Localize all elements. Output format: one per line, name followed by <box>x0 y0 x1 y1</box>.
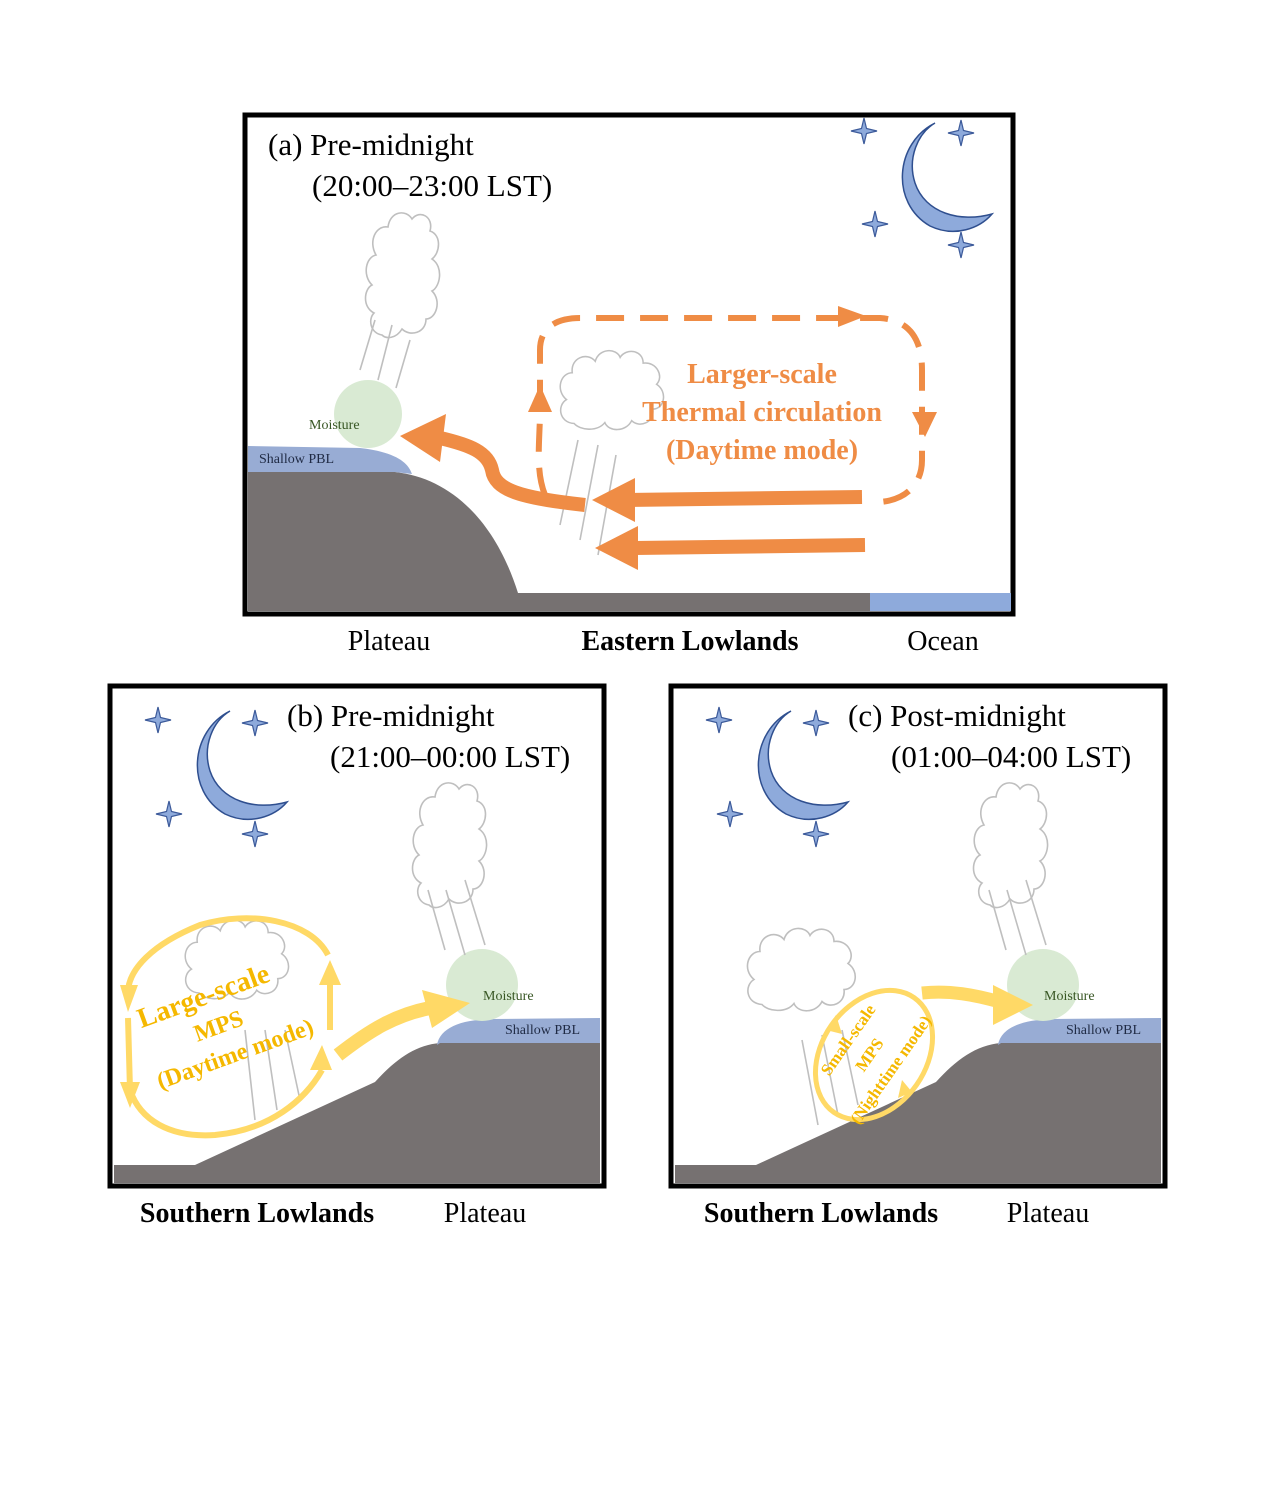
panel-time: (01:00–04:00 LST) <box>891 739 1131 774</box>
moisture-blob <box>334 380 402 448</box>
pbl-label: Shallow PBL <box>259 452 334 467</box>
region-label: Plateau <box>1007 1198 1089 1229</box>
circulation-label: Thermal circulation <box>642 397 882 428</box>
arrow-down-icon <box>120 1082 140 1108</box>
arrow-icon <box>826 1015 842 1034</box>
circulation-label: Larger-scale <box>687 359 837 390</box>
arrowhead-icon <box>595 526 638 570</box>
circulation-label: (Daytime mode) <box>666 435 858 466</box>
pbl-label: Shallow PBL <box>1066 1023 1141 1038</box>
mps-loop <box>125 915 333 1139</box>
cloud-icon <box>746 927 857 1012</box>
terrain <box>114 1043 600 1183</box>
panel-time: (21:00–00:00 LST) <box>330 739 570 774</box>
arrow-up-icon <box>319 960 341 985</box>
arrowhead-icon <box>400 414 446 462</box>
panel-a: Shallow PBL Moisture Larger-scale Therma… <box>242 112 1016 657</box>
shallow-pbl-layer <box>998 1018 1161 1045</box>
arrow-up-icon <box>310 1045 332 1070</box>
thermal-circulation-loop <box>535 315 925 505</box>
terrain <box>248 472 870 611</box>
panel-b: Shallow PBL Moisture Large-scale MPS (Da… <box>107 683 607 1229</box>
rain-lines <box>988 879 1047 956</box>
shallow-pbl-layer <box>248 446 412 474</box>
arrow-right-icon <box>838 306 866 327</box>
moisture-label: Moisture <box>1044 989 1095 1004</box>
region-label: Southern Lowlands <box>704 1198 938 1229</box>
cloud-icon <box>972 782 1049 909</box>
region-label: Plateau <box>444 1198 526 1229</box>
rain-lines <box>801 1029 859 1126</box>
panel-title: (b) Pre-midnight <box>287 698 495 733</box>
cloud-icon <box>364 212 441 339</box>
arrow-icon <box>898 1080 912 1098</box>
rain-lines <box>244 1029 301 1121</box>
arrow-up-icon <box>528 385 552 412</box>
inflow-arrow <box>629 490 863 507</box>
arrowhead-icon <box>422 990 470 1028</box>
terrain <box>675 1043 1161 1183</box>
arrowhead-icon <box>993 985 1033 1025</box>
panel-title: (c) Post-midnight <box>848 698 1066 733</box>
panel-title: (a) Pre-midnight <box>268 127 474 162</box>
moisture-label: Moisture <box>309 418 360 433</box>
panel-c: Shallow PBL Moisture Small-scale MPS (Ni… <box>668 683 1168 1229</box>
region-label: Plateau <box>348 626 430 657</box>
region-label: Eastern Lowlands <box>581 626 798 657</box>
rain-lines <box>427 879 486 956</box>
rain-lines <box>359 319 411 389</box>
ocean <box>870 593 1011 611</box>
region-label: Southern Lowlands <box>140 1198 374 1229</box>
cloud-icon <box>411 782 488 909</box>
moisture-label: Moisture <box>483 989 534 1004</box>
shallow-pbl-layer <box>437 1018 600 1045</box>
arrow-down-icon <box>120 985 138 1012</box>
panel-time: (20:00–23:00 LST) <box>312 168 552 203</box>
upslope-arrow <box>438 431 586 512</box>
pbl-label: Shallow PBL <box>505 1023 580 1038</box>
arrow-down-icon <box>912 412 937 437</box>
arrowhead-icon <box>592 478 635 522</box>
upslope-arrow <box>333 1001 432 1061</box>
inflow-arrow <box>634 538 866 555</box>
region-label: Ocean <box>907 626 979 657</box>
